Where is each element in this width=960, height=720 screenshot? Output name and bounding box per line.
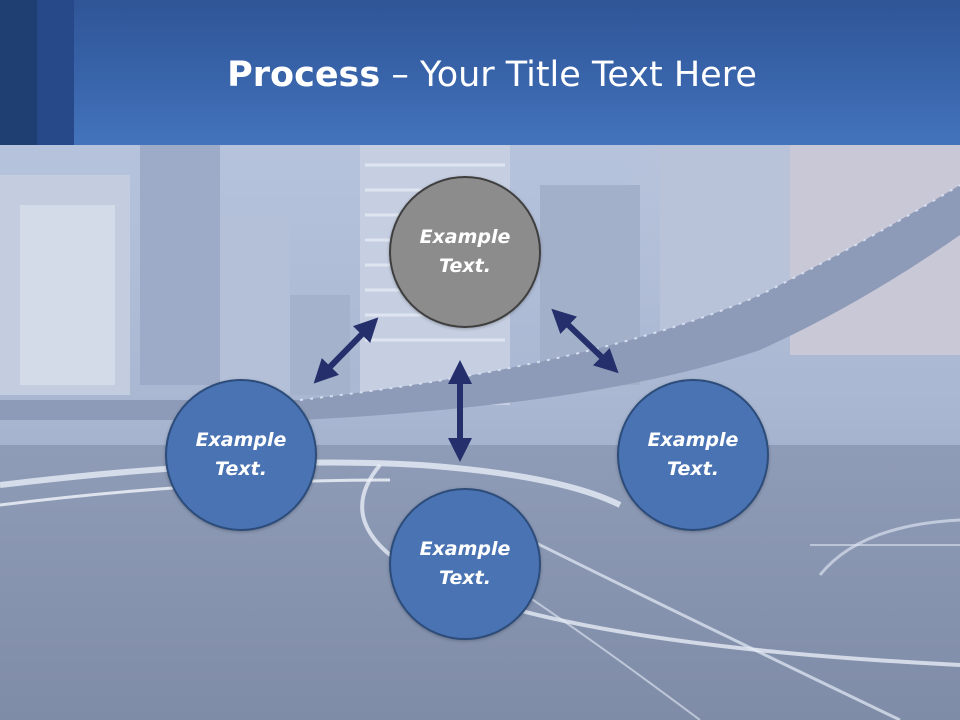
circle-bottom-text: Example Text. — [419, 538, 511, 589]
circle-top-text: Example Text. — [419, 226, 511, 277]
slide-title: Process – Your Title Text Here — [0, 52, 960, 98]
title-rest: – Your Title Text Here — [380, 55, 757, 95]
header-accent-block — [0, 0, 37, 145]
circle-left: Example Text. — [165, 379, 317, 531]
circle-right-text: Example Text. — [647, 429, 739, 480]
circle-bottom: Example Text. — [389, 488, 541, 640]
header-band: Process – Your Title Text Here — [0, 0, 960, 145]
circle-left-text: Example Text. — [195, 429, 287, 480]
header-accent-block — [37, 0, 74, 145]
circle-right: Example Text. — [617, 379, 769, 531]
title-bold: Process — [227, 55, 381, 95]
circle-top: Example Text. — [389, 176, 541, 328]
